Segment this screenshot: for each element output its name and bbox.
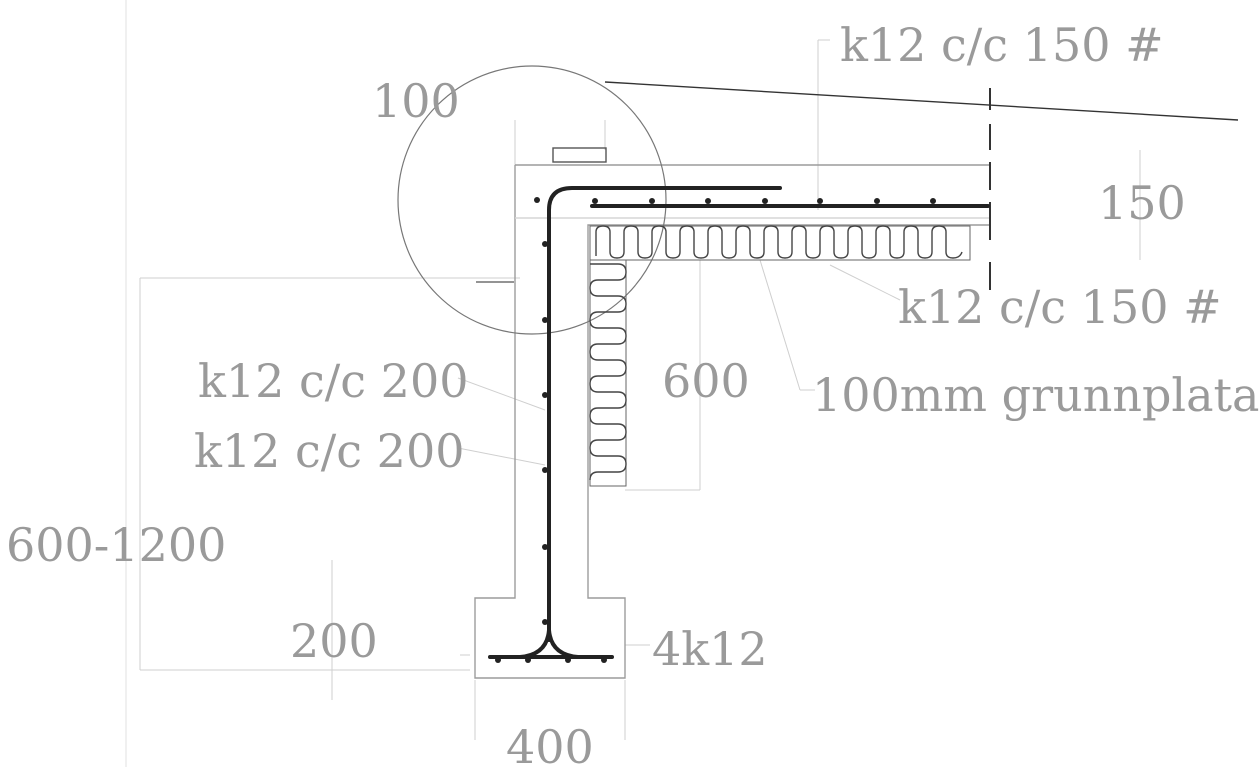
wall-rebar-label-1: k12 c/c 200 [198,354,469,408]
detail-circle [397,65,667,335]
slab-insulation [589,225,971,261]
top-rebar-label: k12 c/c 150 # [840,18,1164,72]
slab-note-label: 100mm grunnplata [812,368,1259,422]
dim-400-label: 400 [506,720,594,774]
footing-rebar-label: 4k12 [652,622,768,676]
rebar [488,186,990,659]
slab-insulation-wave [595,225,963,259]
foundation-section-drawing: k12 c/c 150 # 100 150 k12 c/c 150 # k12 … [6,0,1259,774]
dim-600-label: 600 [662,354,750,408]
wall-insulation-wave [589,263,627,481]
bottom-rebar-label: k12 c/c 150 # [898,280,1222,334]
dim-200-label: 200 [290,614,378,668]
dim-600-1200-label: 600-1200 [6,518,227,572]
slope-line [604,81,1239,121]
drawing-svg [125,0,1239,767]
wall-insulation [589,259,627,487]
dim-100-label: 100 [372,74,460,128]
concrete-outline [474,164,990,679]
wall-rebar-label-2: k12 c/c 200 [194,424,465,478]
dim-150-label: 150 [1098,176,1186,230]
rebar-dots [495,197,936,663]
dimension-lines [139,39,1141,740]
top-block [552,147,607,163]
